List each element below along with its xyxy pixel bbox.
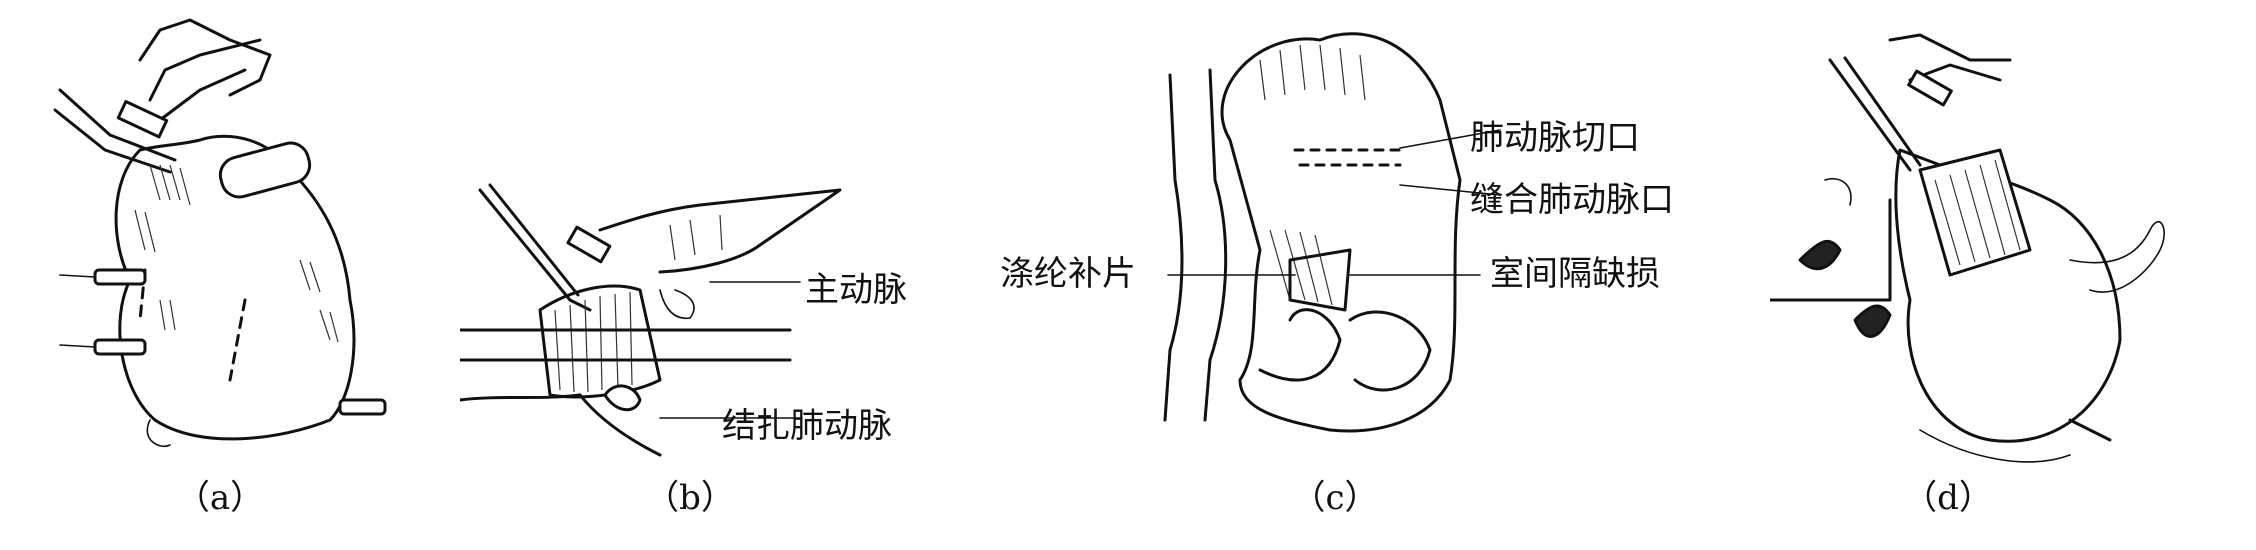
heart-illustration-d [1768,33,2165,463]
label-ligated-pulmonary-artery: 结扎肺动脉 [722,406,892,446]
panel-b: 主动脉 结扎肺动脉 （b） [458,0,980,546]
label-dacron-patch: 涤纶补片 [1000,254,1136,294]
heart-illustration-b [458,183,842,457]
caption-a: （a） [175,478,265,518]
label-suture-pulmonary-orifice: 缝合肺动脉口 [1470,180,1674,220]
label-ventricular-septal-defect: 室间隔缺损 [1490,254,1660,294]
caption-d: （d） [1903,478,1993,518]
label-pulmonary-incision: 肺动脉切口 [1470,118,1640,158]
caption-b: （b） [645,478,735,518]
panel-c: 肺动脉切口 缝合肺动脉口 涤纶补片 室间隔缺损 （c） [1000,0,1680,546]
label-aorta: 主动脉 [805,270,907,310]
heart-illustration-a [53,18,387,447]
caption-c: （c） [1291,478,1379,518]
heart-illustration-c [1163,32,1501,433]
panel-a: （a） [0,0,420,546]
panel-d: （d） [1768,0,2256,546]
